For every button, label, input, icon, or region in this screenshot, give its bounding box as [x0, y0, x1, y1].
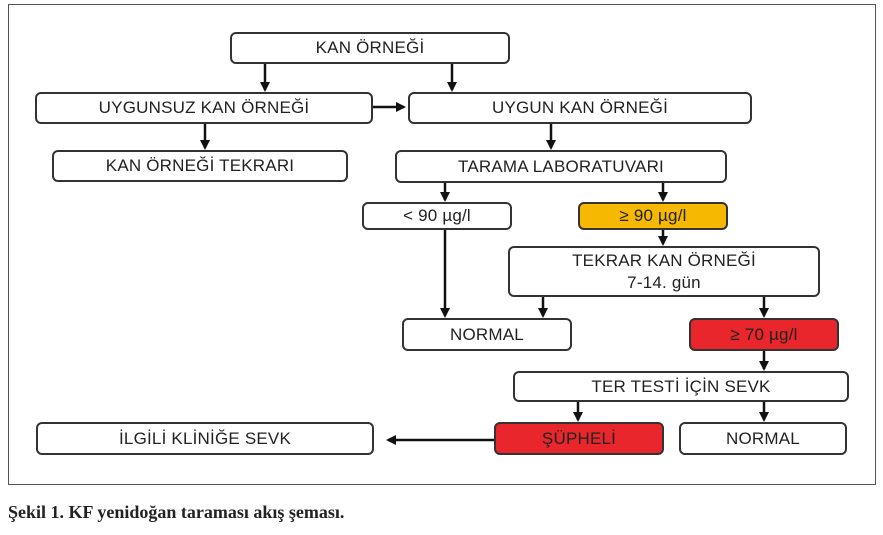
node-ilgili-klinige-sevk: İLGİLİ KLİNİĞE SEVK: [36, 422, 374, 455]
figure-caption: Şekil 1. KF yenidoğan taraması akış şema…: [8, 502, 345, 522]
node-low-90: < 90 µg/l: [362, 202, 512, 230]
tekrar-kan-ornegi-label: TEKRAR KAN ÖRNEĞİ: [572, 251, 756, 271]
node-tekrar-kan-ornegi: TEKRAR KAN ÖRNEĞİ 7-14. gün: [508, 246, 820, 297]
node-kan-ornegi: KAN ÖRNEĞİ: [230, 32, 510, 64]
node-tarama-laboratuvari: TARAMA LABORATUVARI: [395, 150, 727, 183]
node-high-90: ≥ 90 µg/l: [578, 202, 728, 230]
node-ter-testi: TER TESTİ İÇİN SEVK: [513, 371, 849, 402]
node-normal-1: NORMAL: [402, 318, 572, 351]
node-high-70: ≥ 70 µg/l: [689, 318, 839, 351]
node-uygun-kan-ornegi: UYGUN KAN ÖRNEĞİ: [408, 92, 752, 124]
node-normal-2: NORMAL: [679, 422, 847, 455]
node-supheli: ŞÜPHELİ: [494, 422, 664, 455]
node-uygunsuz-kan-ornegi: UYGUNSUZ KAN ÖRNEĞİ: [35, 92, 373, 124]
tekrar-kan-ornegi-days: 7-14. gün: [627, 272, 701, 292]
figure-frame: [8, 4, 876, 485]
node-kan-ornegi-tekrari: KAN ÖRNEĞİ TEKRARI: [52, 150, 348, 182]
